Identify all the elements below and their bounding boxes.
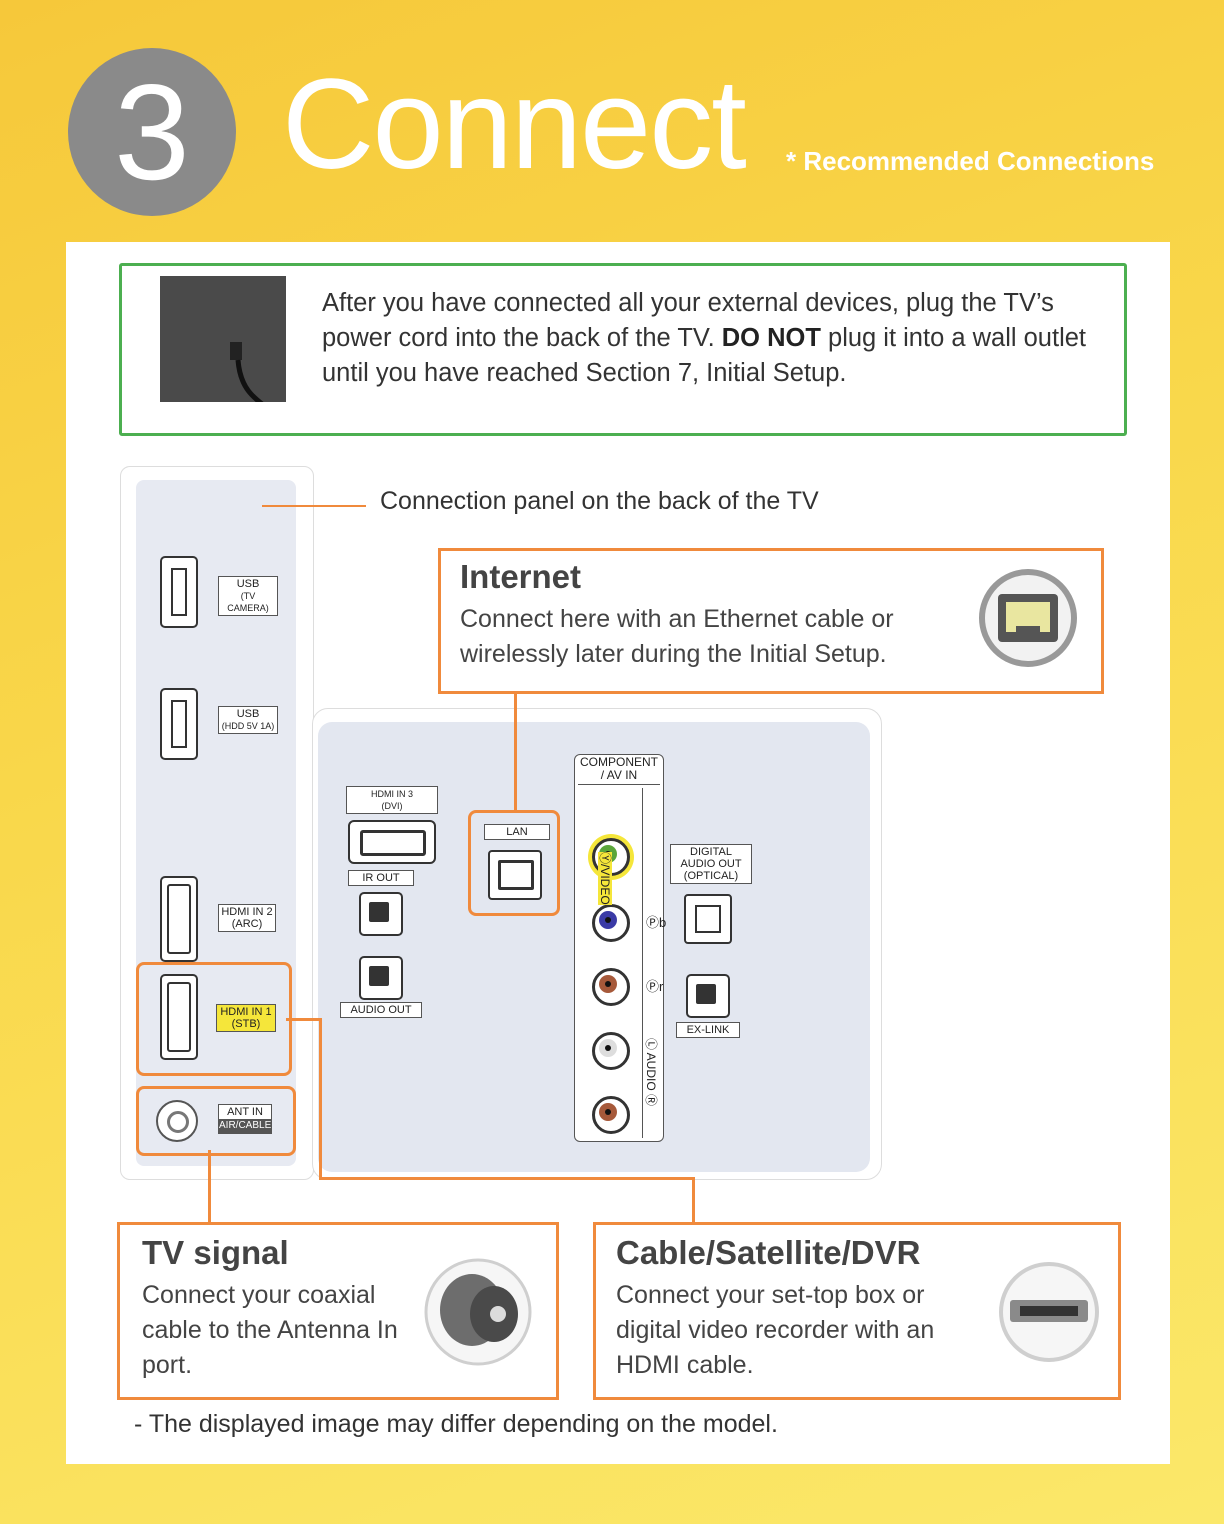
component-label: COMPONENT/ AV IN: [578, 756, 660, 785]
tv-signal-title: TV signal: [142, 1234, 289, 1271]
pr-jack: [592, 968, 630, 1006]
ant-in-label: ANT IN AIR/CABLE: [218, 1104, 272, 1134]
video-label: Ⓨ/VIDEO: [598, 852, 612, 905]
component-divider: [642, 788, 661, 1138]
component-av-column: [574, 754, 664, 1142]
audio-out-port: [359, 956, 403, 1000]
audio-out-label: AUDIO OUT: [340, 1002, 422, 1018]
coaxial-cable-icon: [420, 1256, 538, 1368]
internet-connector-line: [514, 690, 517, 810]
hdmi-port-3: [348, 820, 436, 864]
ir-out-port: [359, 892, 403, 936]
pr-label: Ⓟr: [646, 979, 664, 994]
pb-label: Ⓟb: [646, 915, 667, 930]
usb-port-1: [160, 556, 198, 628]
ir-out-label: IR OUT: [348, 870, 414, 886]
ex-link-label: EX-LINK: [676, 1022, 740, 1038]
hdmi3-label: HDMI IN 3(DVI): [346, 786, 438, 814]
internet-title: Internet: [460, 558, 582, 595]
usb1-label: USB(TV CAMERA): [218, 576, 278, 616]
lan-label: LAN: [484, 824, 550, 840]
cable-connector-line-a: [286, 1018, 322, 1021]
tv-signal-connector-line: [208, 1150, 211, 1224]
page-title: Connect: [282, 53, 747, 196]
notice-warning: DO NOT: [721, 324, 821, 352]
cable-connector-line-c: [319, 1177, 695, 1180]
optical-port: [684, 894, 732, 944]
ex-link-port: [686, 974, 730, 1018]
footer-note: - The displayed image may differ dependi…: [134, 1410, 778, 1438]
power-cord-image: [160, 276, 286, 402]
antenna-port: [156, 1100, 198, 1142]
lan-highlight: [468, 810, 560, 916]
usb-port-2: [160, 688, 198, 760]
recommended-connections-note: * Recommended Connections: [786, 146, 1155, 176]
hdmi-cable-icon: [996, 1260, 1102, 1364]
ant-in-highlight: [136, 1086, 296, 1156]
audio-r-jack: [592, 1096, 630, 1134]
usb2-label: USB(HDD 5V 1A): [218, 706, 278, 734]
cable-connector-line-b: [319, 1018, 322, 1180]
audio-label: Ⓛ AUDIO Ⓡ: [644, 1038, 658, 1107]
audio-l-jack: [592, 1032, 630, 1070]
lan-port: [488, 850, 542, 900]
panel-caption: Connection panel on the back of the TV: [380, 487, 819, 515]
hdmi1-label: HDMI IN 1(STB): [216, 1004, 276, 1032]
step-number-badge: 3: [68, 48, 236, 216]
notice-text: After you have connected all your extern…: [322, 289, 1086, 387]
hdmi-port-1: [160, 974, 198, 1060]
tv-signal-text: Connect your coaxial cable to the Antenn…: [142, 1281, 398, 1379]
cable-title: Cable/Satellite/DVR: [616, 1234, 921, 1271]
power-cord-notice: [119, 263, 1127, 436]
cable-connector-line-d: [692, 1177, 695, 1224]
caption-leader-line: [262, 505, 366, 507]
hdmi-port-2: [160, 876, 198, 962]
ethernet-port-icon: [976, 568, 1080, 668]
cable-text: Connect your set-top box or digital vide…: [616, 1281, 935, 1379]
internet-text: Connect here with an Ethernet cable or w…: [460, 605, 894, 668]
pb-jack: [592, 904, 630, 942]
hdmi2-label: HDMI IN 2(ARC): [218, 904, 276, 932]
